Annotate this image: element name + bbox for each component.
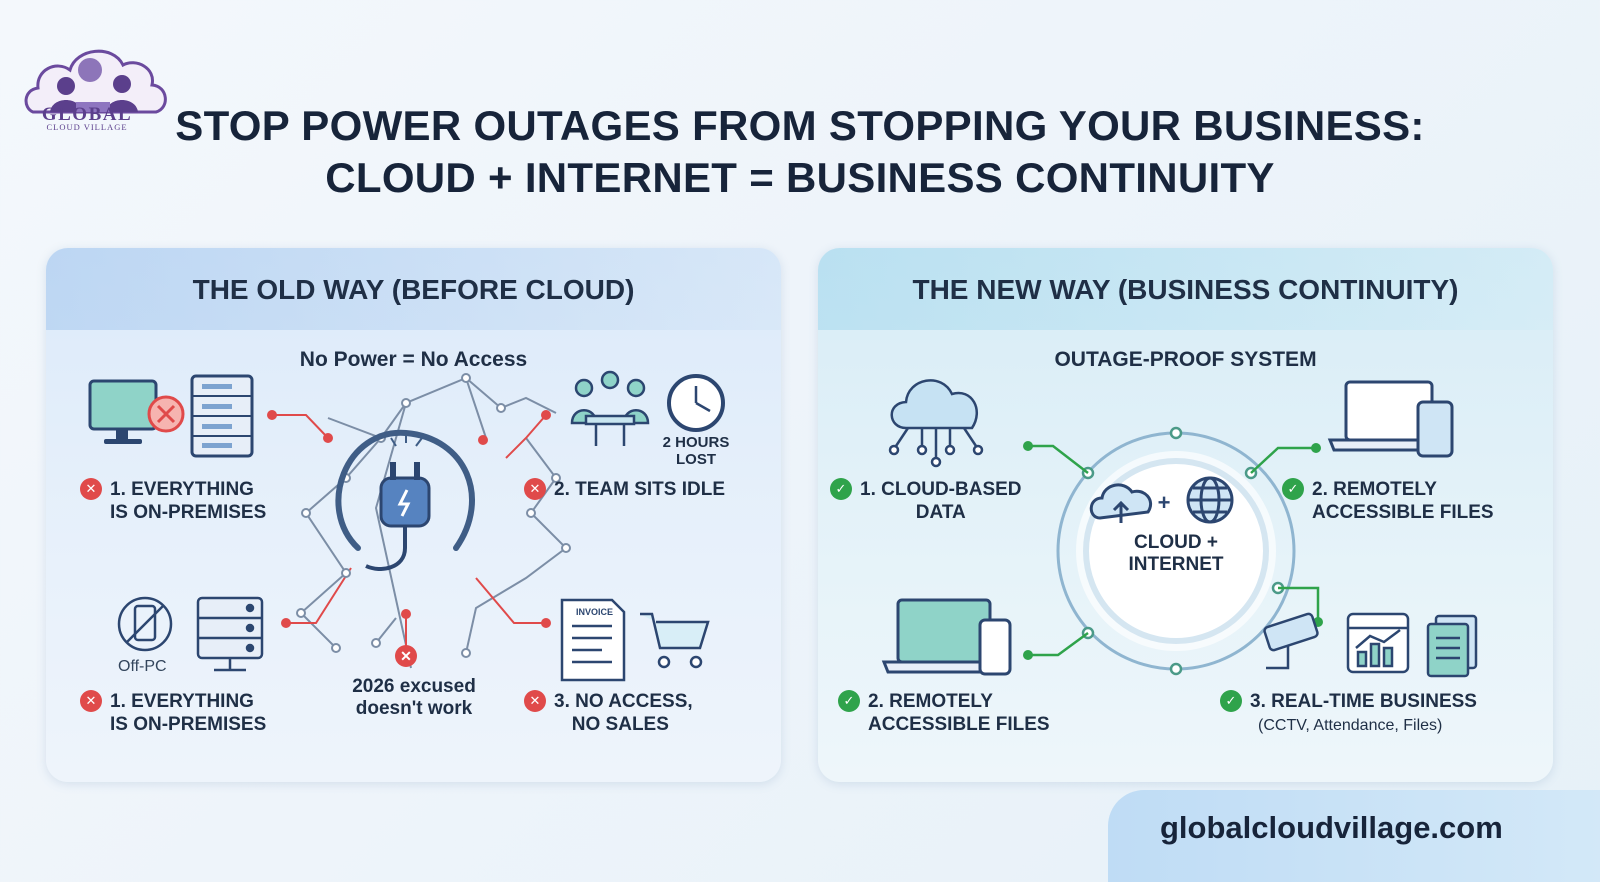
check-icon: ✓ [1220, 690, 1242, 712]
page-title-line1: STOP POWER OUTAGES FROM STOPPING YOUR BU… [175, 102, 1425, 149]
off-pc-caption: Off-PC [118, 658, 167, 675]
invoice-doc-label: INVOICE [576, 607, 613, 617]
check-icon: ✓ [830, 478, 852, 500]
x-icon: ✕ [524, 478, 546, 500]
new-way-panel: THE NEW WAY (BUSINESS CONTINUITY) OUTAGE… [818, 248, 1553, 782]
old-item-1-label: ✕ 1. EVERYTHING IS ON-PREMISES [80, 478, 266, 524]
svg-text:✕: ✕ [400, 648, 412, 664]
new-way-subheading: OUTAGE-PROOF SYSTEM [1054, 348, 1317, 371]
team-clock-icon [570, 370, 725, 446]
new-item-4-detail: (CCTV, Attendance, Files) [1258, 717, 1443, 734]
hub-line2: INTERNET [1128, 554, 1224, 575]
unplugged-power-icon [335, 429, 475, 571]
old-item-3-line1: 1. EVERYTHING [110, 691, 254, 712]
no-phone-server-icon [117, 596, 264, 672]
old-item-4-label: ✕ 3. NO ACCESS, NO SALES [524, 690, 693, 736]
x-icon: ✕ [80, 690, 102, 712]
new-item-1-line2: DATA [915, 502, 966, 523]
old-item-4-line2: NO SALES [571, 714, 669, 735]
cloud-network-icon [888, 379, 984, 468]
old-way-header-band [46, 248, 781, 330]
new-item-2-label: ✓ 2. REMOTELY ACCESSIBLE FILES [1282, 478, 1494, 524]
hours-lost-line2: LOST [676, 451, 716, 468]
invoice-cart-icon [560, 598, 710, 682]
new-item-3-line1: 2. REMOTELY [868, 691, 993, 712]
hours-lost-note: 2 HOURS LOST [656, 434, 736, 468]
old-item-3-label: ✕ 1. EVERYTHING IS ON-PREMISES [80, 690, 266, 736]
old-item-2-text: 2. TEAM SITS IDLE [554, 479, 726, 500]
new-item-3-line2: ACCESSIBLE FILES [868, 714, 1050, 735]
logo-icon [24, 49, 167, 114]
center-note-line2: doesn't work [355, 698, 473, 719]
old-item-1-line1: 1. EVERYTHING [110, 479, 254, 500]
old-item-2-label: ✕ 2. TEAM SITS IDLE [524, 478, 725, 501]
x-icon: ✕ [80, 478, 102, 500]
hub-line1: CLOUD + [1134, 532, 1218, 553]
center-note: 2026 excused doesn't work [314, 676, 514, 720]
new-item-2-line1: 2. REMOTELY [1312, 479, 1437, 500]
svg-text:+: + [1158, 490, 1171, 515]
cctv-calendar-files-icon [1263, 612, 1478, 678]
center-note-line1: 2026 excused [352, 676, 476, 697]
new-item-4-label: ✓ 3. REAL-TIME BUSINESS (CCTV, Attendance… [1220, 690, 1477, 737]
hours-lost-line1: 2 HOURS [662, 434, 730, 451]
check-icon: ✓ [1282, 478, 1304, 500]
old-way-network-diagram: ✕ [88, 370, 725, 682]
new-way-heading: THE NEW WAY (BUSINESS CONTINUITY) [912, 274, 1459, 305]
logo-name: GLOBAL [41, 104, 133, 125]
hub-label: CLOUD + INTERNET [1076, 532, 1276, 576]
check-icon: ✓ [838, 690, 860, 712]
footer-band [1108, 790, 1600, 882]
page-title-line2: CLOUD + INTERNET = BUSINESS CONTINUITY [325, 154, 1275, 201]
new-item-1-line1: 1. CLOUD-BASED [860, 479, 1022, 500]
laptop-tablet-icon [1327, 380, 1454, 458]
old-item-1-line2: IS ON-PREMISES [110, 502, 267, 523]
footer-url-link[interactable]: globalcloudvillage.com [1160, 810, 1503, 845]
logo-tagline: CLOUD VILLAGE [46, 122, 128, 132]
old-way-panel: THE OLD WAY (BEFORE CLOUD) No Power = No… [46, 248, 781, 782]
new-way-header-band [818, 248, 1553, 330]
cloud-plus-globe-icon: + [1089, 476, 1234, 524]
old-item-4-line1: 3. NO ACCESS, [554, 691, 693, 712]
new-way-network-diagram: + [881, 379, 1478, 678]
new-item-1-label: ✓ 1. CLOUD-BASED DATA [830, 478, 1022, 524]
new-item-3-label: ✓ 2. REMOTELY ACCESSIBLE FILES [838, 690, 1050, 736]
new-item-4-line1: 3. REAL-TIME BUSINESS [1250, 691, 1477, 712]
computer-server-x-icon [88, 374, 254, 458]
x-icon: ✕ [524, 690, 546, 712]
laptop-phone-icon [881, 598, 1012, 676]
new-item-2-line2: ACCESSIBLE FILES [1312, 502, 1494, 523]
old-way-heading: THE OLD WAY (BEFORE CLOUD) [192, 274, 635, 305]
old-way-subheading: No Power = No Access [299, 348, 528, 371]
old-item-3-line2: IS ON-PREMISES [110, 714, 267, 735]
